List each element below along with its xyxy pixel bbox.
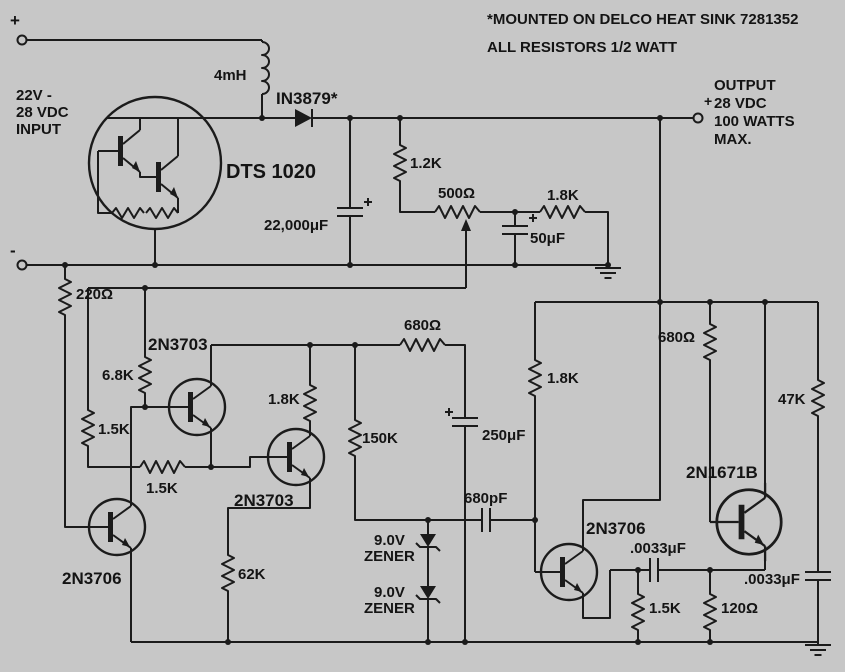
resistor-680-mid-label: 680Ω <box>404 317 441 334</box>
resistor-1-5k-left-symbol <box>81 407 95 449</box>
capacitor-250uf-symbol <box>451 417 479 427</box>
input-plus-mark: + <box>10 11 20 30</box>
input-label-line2: 28 VDC <box>16 104 69 121</box>
resistor-680-right-label: 680Ω <box>658 329 695 346</box>
resistor-1-8k-top-symbol <box>539 205 586 219</box>
resistor-62k-label: 62K <box>238 566 266 583</box>
resistor-1-5k-mid-symbol <box>139 460 186 474</box>
input-plus-terminal <box>16 34 28 46</box>
capacitor-680pf-symbol <box>481 507 491 533</box>
resistor-1-5k-bottom-symbol <box>631 591 645 633</box>
note-heatsink: *MOUNTED ON DELCO HEAT SINK 7281352 <box>487 11 798 28</box>
circuit-wiring <box>26 39 819 645</box>
transistor-q4-label: 2N3706 <box>586 519 646 538</box>
resistor-220-symbol <box>58 276 72 318</box>
output-label-line4: MAX. <box>714 131 752 148</box>
resistor-1-8k-top-label: 1.8K <box>547 187 579 204</box>
resistor-47k-symbol <box>811 377 825 419</box>
pot-label: 500Ω <box>438 185 475 202</box>
capacitor-0033uf-right-label: .0033μF <box>744 571 800 588</box>
component-symbols <box>16 34 832 656</box>
capacitor-0033uf-right-symbol <box>804 571 832 581</box>
capacitor-22000uf-symbol <box>336 207 364 217</box>
wire-left-section <box>64 228 818 643</box>
darlington-pass-transistor-symbol <box>87 95 223 231</box>
resistor-1-8k-mid-symbol <box>303 382 317 424</box>
inductor-symbol <box>261 41 270 95</box>
capacitor-0033uf-mid-symbol <box>649 557 659 583</box>
resistor-150k-label: 150K <box>362 430 398 447</box>
resistor-6-8k-label: 6.8K <box>102 367 134 384</box>
resistor-6-8k-symbol <box>138 354 152 396</box>
input-label-line1: 22V - <box>16 87 52 104</box>
resistor-62k-symbol <box>221 552 235 594</box>
resistor-1-8k-right-symbol <box>528 357 542 399</box>
output-label-line2: 28 VDC <box>714 95 767 112</box>
ground-symbol <box>804 644 832 656</box>
output-label-line1: OUTPUT <box>714 77 776 94</box>
transistor-q2-symbol <box>81 491 147 563</box>
resistor-120-label: 120Ω <box>721 600 758 617</box>
diode-symbol <box>294 108 313 128</box>
capacitor-680pf-label: 680pF <box>464 490 507 507</box>
capacitor-50uf-symbol <box>501 225 529 235</box>
note-resistors: ALL RESISTORS 1/2 WATT <box>487 39 677 56</box>
wire-right-section <box>534 301 819 645</box>
input-label-line3: INPUT <box>16 121 61 138</box>
wire-power-section <box>26 39 693 302</box>
ground-symbol <box>594 267 622 279</box>
input-minus-terminal <box>16 259 28 271</box>
resistor-1-8k-mid-label: 1.8K <box>268 391 300 408</box>
diode-label: IN3879* <box>276 89 338 108</box>
output-terminal <box>692 112 704 124</box>
capacitor-250uf-label: 250μF <box>482 427 525 444</box>
resistor-150k-symbol <box>348 417 362 459</box>
polarity-plus-mark <box>364 198 537 416</box>
transistor-q5-symbol <box>708 481 783 563</box>
potentiometer-500-symbol <box>434 205 481 219</box>
resistor-220-label: 220Ω <box>76 286 113 303</box>
inductor-label: 4mH <box>214 67 247 84</box>
output-plus-mark: + <box>704 93 712 109</box>
transistor-q5-label: 2N1671B <box>686 463 758 482</box>
pass-device-label: DTS 1020 <box>226 161 316 183</box>
transistor-q3-symbol <box>260 421 326 493</box>
resistor-120-symbol <box>703 591 717 633</box>
transistor-q4-symbol <box>533 536 599 608</box>
resistor-1-2k-label: 1.2K <box>410 155 442 172</box>
resistor-1-5k-mid-label: 1.5K <box>146 480 178 497</box>
resistor-1-5k-left-label: 1.5K <box>98 421 130 438</box>
resistor-47k-label: 47K <box>778 391 806 408</box>
transistor-q1-label: 2N3703 <box>148 335 208 354</box>
resistor-1-5k-bottom-label: 1.5K <box>649 600 681 617</box>
labels: *MOUNTED ON DELCO HEAT SINK 7281352 ALL … <box>10 11 806 617</box>
transistor-q1-symbol <box>161 371 227 443</box>
potentiometer-wiper-arrow <box>461 219 471 231</box>
zener1-value-label: 9.0V <box>374 532 405 549</box>
zener2-value-label: 9.0V <box>374 584 405 601</box>
input-minus-mark: - <box>10 241 16 260</box>
capacitor-50uf-label: 50μF <box>530 230 565 247</box>
zener2-type-label: ZENER <box>364 600 415 617</box>
transistor-q3-label: 2N3703 <box>234 491 294 510</box>
transistor-q2-label: 2N3706 <box>62 569 122 588</box>
capacitor-0033uf-mid-label: .0033μF <box>630 540 686 557</box>
resistor-680-mid-symbol <box>399 338 446 352</box>
resistor-1-8k-right-label: 1.8K <box>547 370 579 387</box>
resistor-680-right-symbol <box>703 321 717 363</box>
zener1-type-label: ZENER <box>364 548 415 565</box>
output-label-line3: 100 WATTS <box>714 113 795 130</box>
capacitor-22000uf-label: 22,000μF <box>264 217 328 234</box>
resistor-1-2k-symbol <box>393 142 407 184</box>
junction-dots <box>62 115 768 645</box>
